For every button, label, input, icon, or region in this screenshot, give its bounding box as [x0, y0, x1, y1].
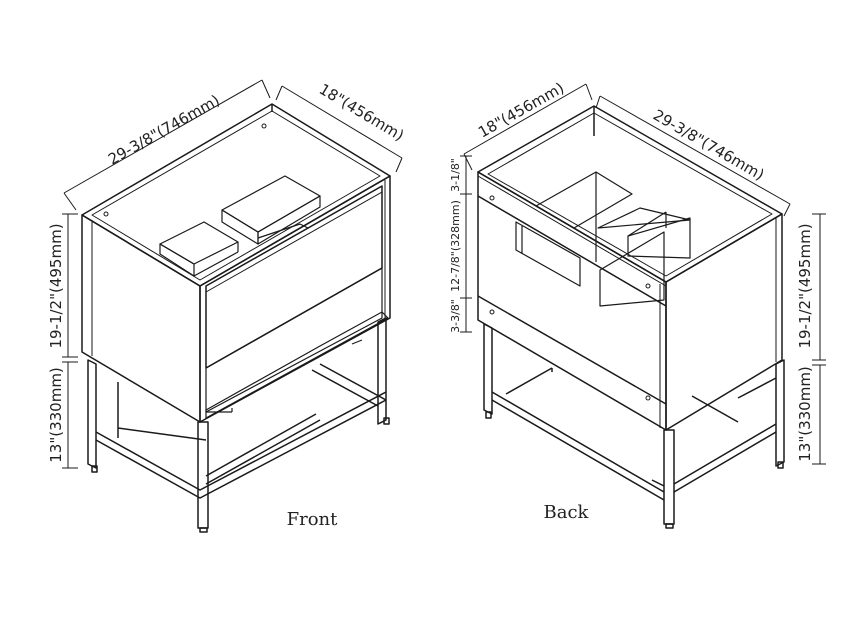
- back-cabinet-height-dim-label: 19-1/2"(495mm): [796, 223, 814, 348]
- back-caption: Back: [544, 502, 590, 523]
- back-leg-height-dim-label: 13"(330mm): [796, 366, 814, 462]
- back-view: [460, 83, 826, 529]
- back-bottom-rail-dim-label: 3-3/8": [449, 299, 462, 333]
- front-open-shelf: [205, 267, 389, 419]
- back-panel-frame: [477, 171, 667, 431]
- back-opening-dim-label: 12-7/8"(328mm): [449, 200, 462, 292]
- back-dimension-lines: [460, 83, 826, 465]
- front-leg-height-dim-label: 13"(330mm): [47, 367, 65, 463]
- front-cabinet-height-dim-label: 19-1/2"(495mm): [47, 223, 65, 348]
- screw-holes: [103, 123, 651, 401]
- back-metal-frame: [483, 323, 785, 529]
- front-drawer-inner-boxes: [159, 175, 321, 277]
- front-view: [62, 79, 403, 533]
- front-metal-frame: [87, 317, 390, 533]
- front-width-dim-label: 29-3/8"(746mm): [105, 91, 223, 168]
- back-cabinet-side: [665, 213, 783, 431]
- front-caption: Front: [287, 509, 339, 530]
- back-interior-drawer: [515, 171, 691, 307]
- front-cabinet-rim: [81, 103, 391, 287]
- back-depth-dim-label: 18"(456mm): [475, 79, 567, 142]
- front-cabinet-front: [199, 175, 391, 423]
- front-drawer: [205, 185, 383, 369]
- front-dimension-lines: [62, 79, 403, 469]
- back-top-rail-dim-label: 3-1/8": [449, 158, 462, 192]
- front-cabinet-side: [81, 214, 201, 423]
- front-depth-dim-label: 18"(456mm): [316, 80, 407, 145]
